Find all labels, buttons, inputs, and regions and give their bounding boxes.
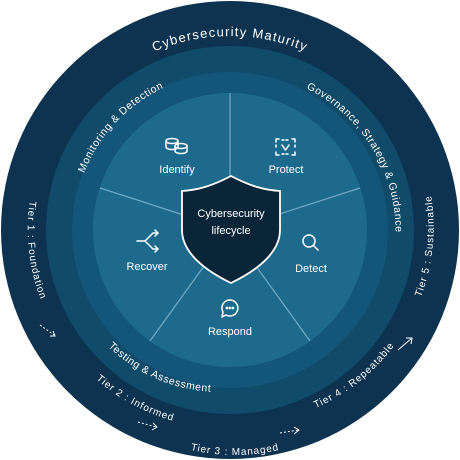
arrows-split-icon [136, 229, 159, 253]
arrow-icon [137, 421, 158, 431]
arrow-icon [279, 426, 300, 435]
segment-label-identify: Identify [159, 164, 195, 176]
segment-identify[interactable]: Identify [159, 137, 195, 177]
chat-bubble-icon [221, 299, 239, 318]
center-title-line1: Cybersecurity [197, 208, 265, 220]
segment-label-respond: Respond [208, 326, 252, 338]
shield-frame-icon [275, 138, 296, 156]
magnifier-icon [302, 234, 319, 251]
segment-protect[interactable]: Protect [269, 138, 304, 176]
segment-respond[interactable]: Respond [208, 299, 252, 338]
coins-stack-icon [165, 137, 188, 155]
arrow-icon [39, 324, 56, 337]
arrow-icon [397, 337, 413, 351]
segment-detect[interactable]: Detect [295, 234, 327, 275]
segment-recover[interactable]: Recover [127, 229, 168, 273]
segment-label-recover: Recover [127, 261, 168, 273]
segment-label-detect: Detect [295, 263, 327, 275]
tier-arrows [39, 324, 413, 435]
shield-icon [181, 174, 281, 284]
center-shield: Cybersecurity lifecycle [181, 174, 281, 284]
segment-label-protect: Protect [269, 164, 304, 176]
center-title-line2: lifecycle [211, 225, 250, 237]
tier-3-label: Tier 3 : Managed [190, 442, 280, 458]
